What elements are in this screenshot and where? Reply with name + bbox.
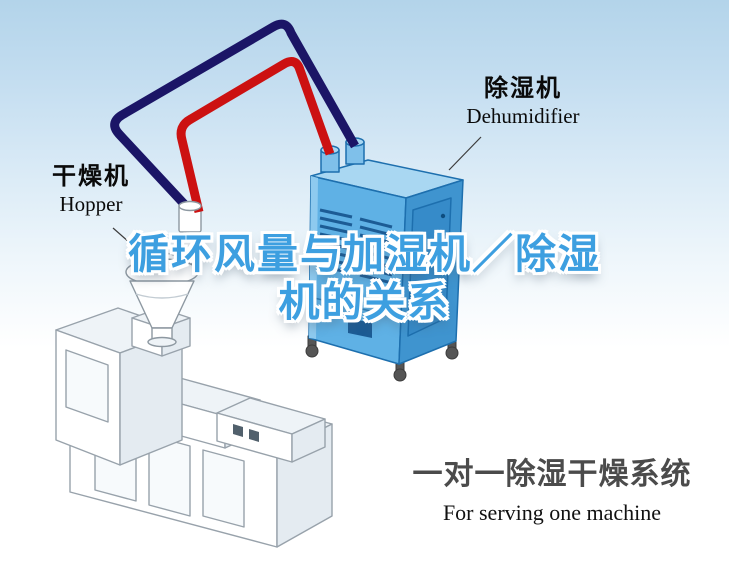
cabinet-lower-vent [348,318,372,338]
label-leader-lines [112,136,482,259]
door-hinge-top [440,213,446,219]
machine-button-2 [249,429,259,442]
air-pipes [110,19,359,214]
dehumidifier-unit [305,137,464,382]
hopper-label-cn: 干燥机 [52,163,130,190]
vent-grille [319,208,393,285]
system-caption: 一对一除湿干燥系统 For serving one machine [402,449,702,526]
pipe-fitting-cap [178,200,202,212]
hopper-leader-line [112,227,148,259]
extruder-machine [55,307,333,548]
dehumidifier-label-cn: 除湿机 [484,75,562,102]
caster-wheels [305,335,459,382]
hopper-outlet-flange [147,336,177,348]
machine-front-panel-3 [202,449,245,528]
caption-cn: 一对一除湿干燥系统 [412,458,692,491]
page-title: 循环风量与加湿机／除湿 机的关系 [0,231,729,326]
dehumidifier-leader-line [448,136,482,171]
cabinet-door [407,197,452,337]
hopper-label: 干燥机 Hopper [26,163,156,217]
hopper-dome-knob [157,241,167,251]
machine-button-1 [233,424,243,437]
hopper-label-en: Hopper [59,192,123,217]
pipe-red [176,57,335,214]
caption-en: For serving one machine [442,500,662,525]
pipe-blue [110,19,359,210]
dehumidifier-label-en: Dehumidifier [466,104,580,129]
hopper-unit [125,203,202,348]
door-hinge-bottom [438,249,444,255]
dehumidifier-label: 除湿机 Dehumidifier [443,75,603,129]
machine-top-units [144,377,326,463]
hopper-cone-seam [135,293,189,299]
title-line-2: 机的关系 [278,278,451,325]
title-line-1: 循环风量与加湿机／除湿 [128,231,601,277]
cabinet-groove [313,297,402,319]
